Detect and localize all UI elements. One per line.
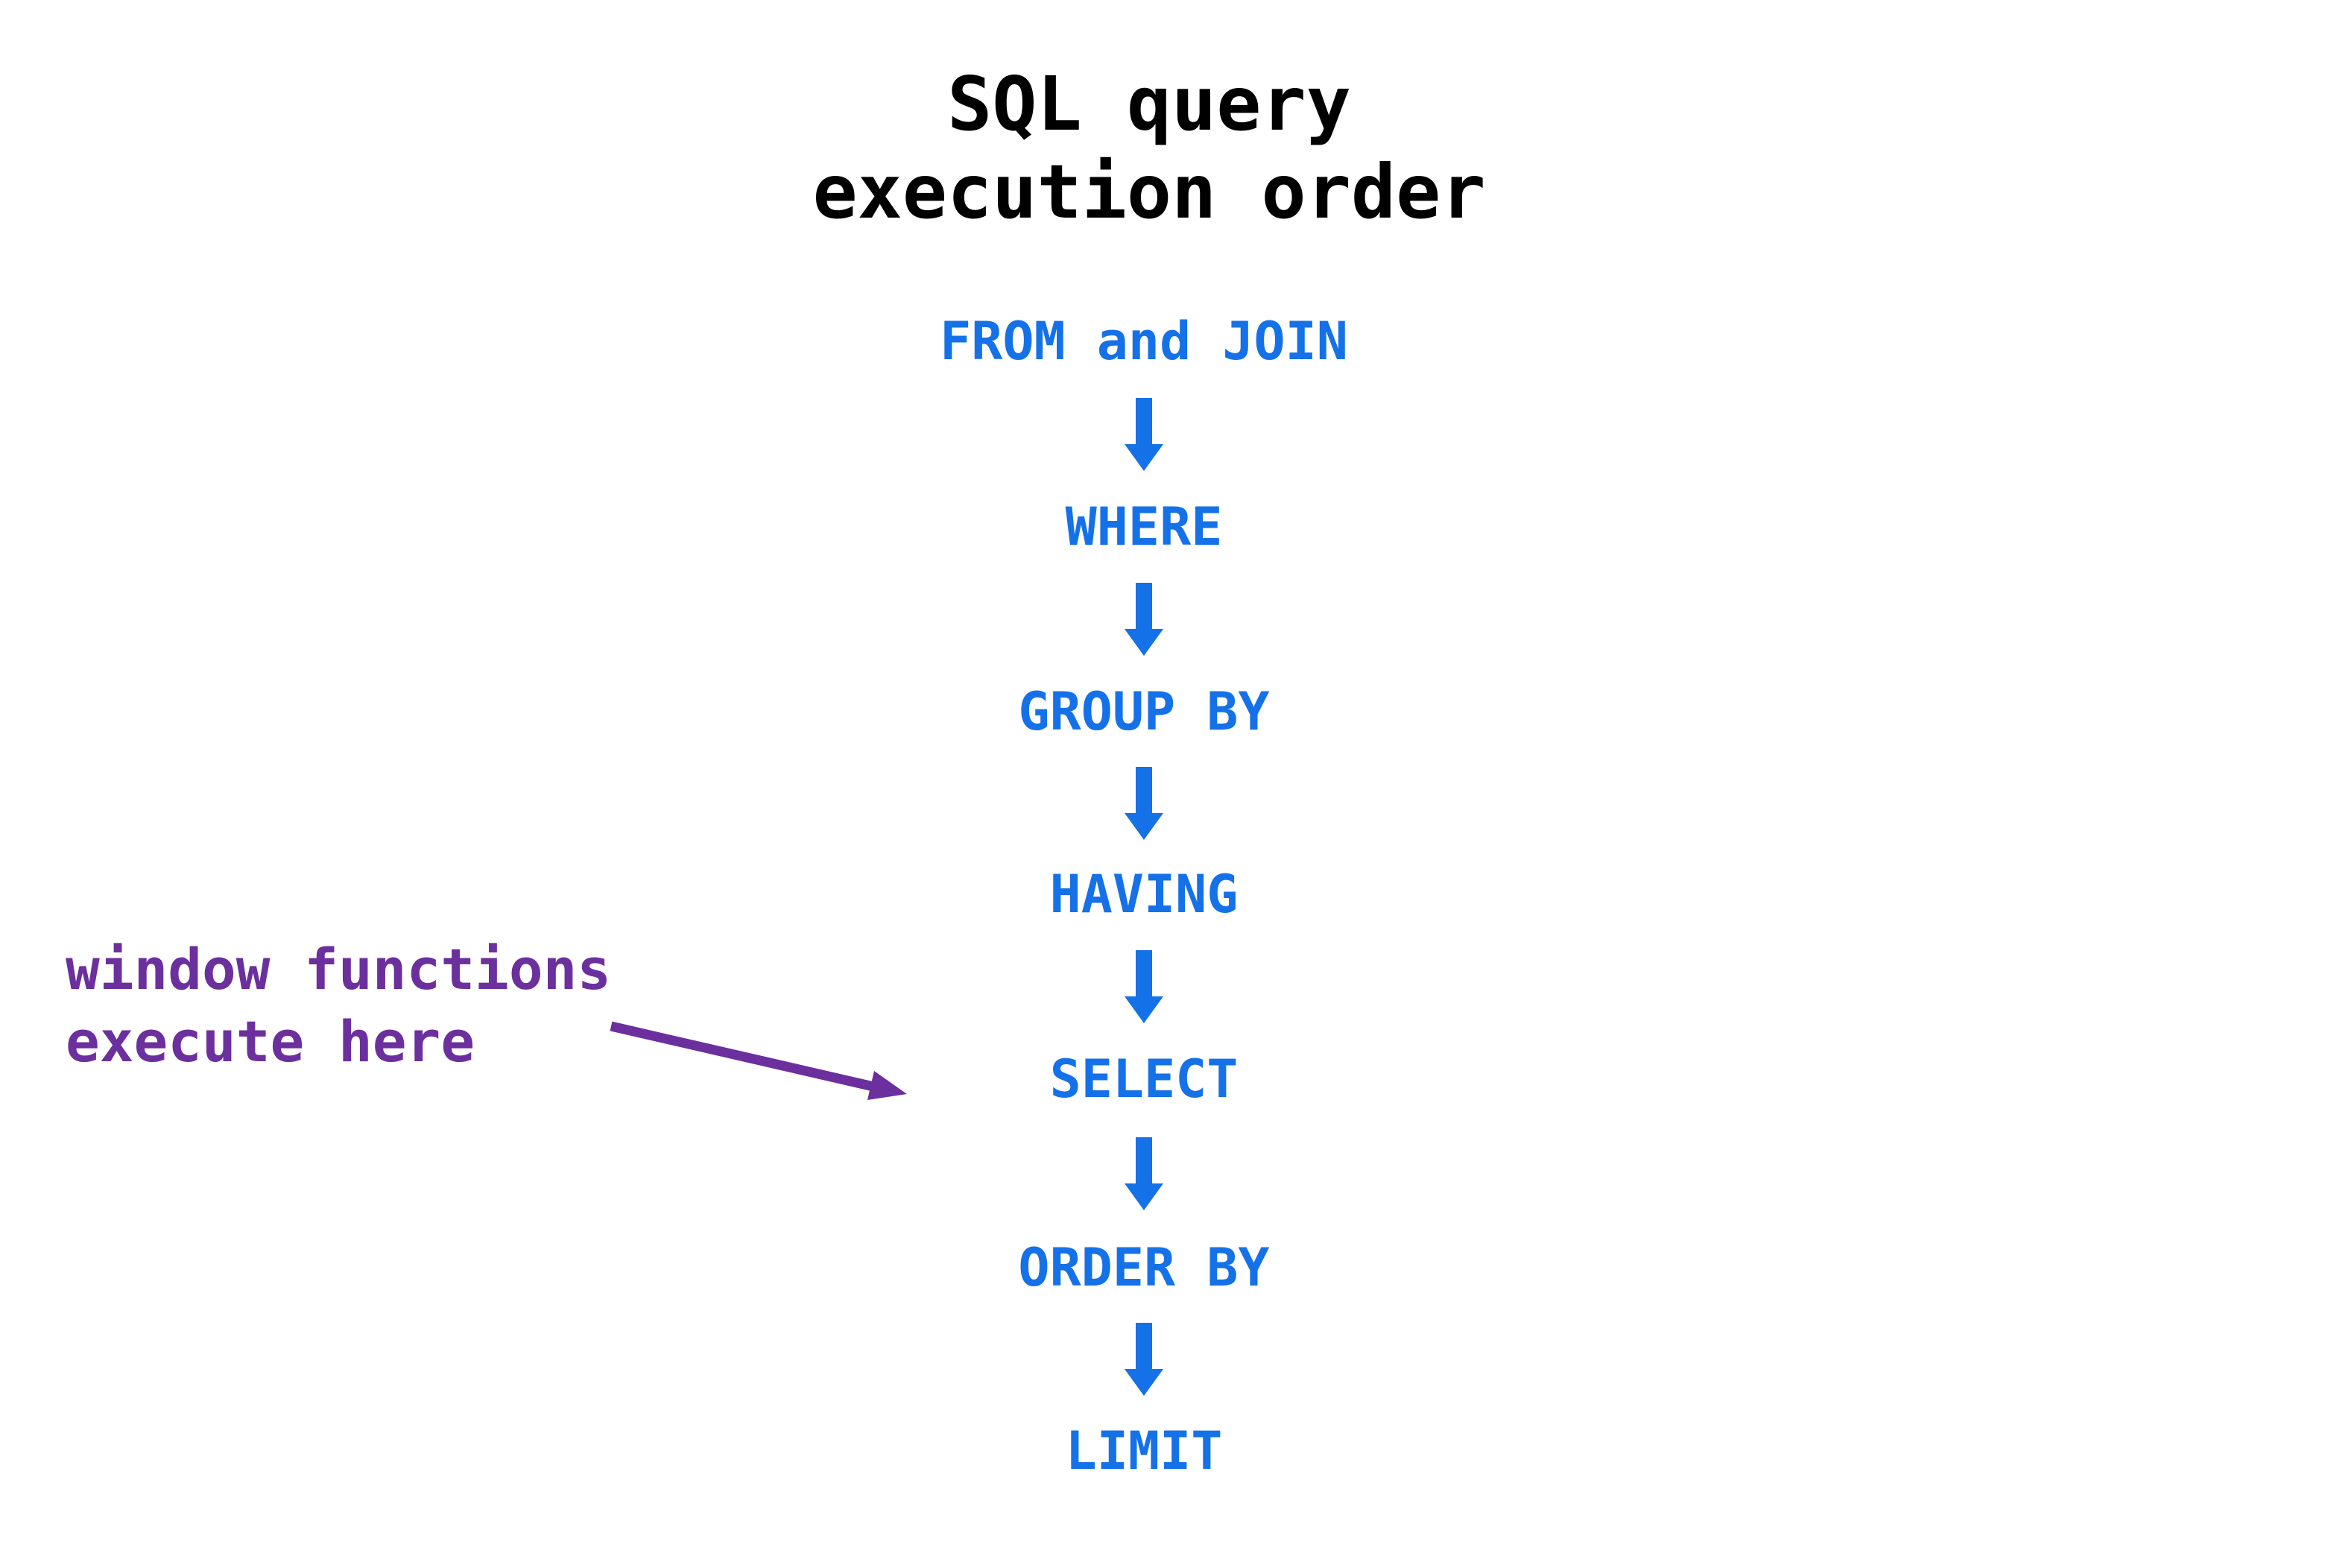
down-arrow-icon bbox=[1125, 398, 1163, 471]
flow-step-order-by: ORDER BY bbox=[1018, 1237, 1270, 1298]
flow-step-group-by: GROUP BY bbox=[1018, 681, 1270, 742]
annotation-line2: execute here bbox=[66, 1008, 475, 1075]
flow-step-from-and-join: FROM and JOIN bbox=[940, 311, 1348, 372]
flow-step-limit: LIMIT bbox=[1065, 1420, 1223, 1482]
down-arrow-icon bbox=[1125, 583, 1163, 656]
annotation-line1: window functions bbox=[66, 936, 612, 1002]
annotation-window-functions: window functions execute here bbox=[66, 933, 611, 1078]
flow-step-having: HAVING bbox=[1049, 864, 1239, 925]
flow-step-select: SELECT bbox=[1049, 1049, 1239, 1110]
down-arrow-icon bbox=[1125, 1137, 1163, 1210]
down-arrow-icon bbox=[1125, 950, 1163, 1023]
diagram-title: SQL query execution order bbox=[812, 60, 1485, 236]
diagram-title-line1: SQL query bbox=[947, 60, 1351, 148]
diagram-title-line2: execution order bbox=[812, 148, 1486, 235]
flow-step-where: WHERE bbox=[1065, 496, 1223, 557]
annotation-arrow-icon bbox=[604, 1012, 917, 1109]
down-arrow-icon bbox=[1125, 767, 1163, 840]
down-arrow-icon bbox=[1125, 1323, 1163, 1396]
